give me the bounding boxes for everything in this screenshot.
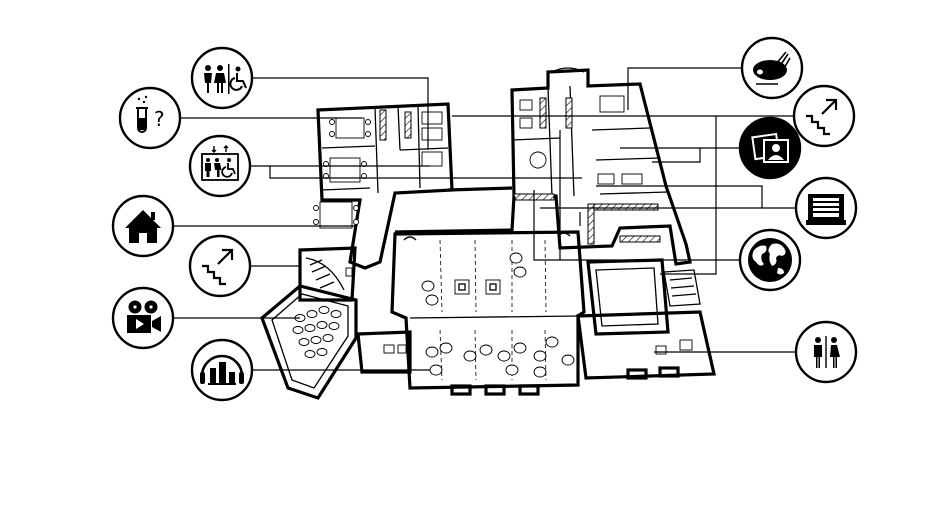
world-globe-icon bbox=[738, 228, 802, 292]
leader-stairs-right bbox=[660, 115, 797, 275]
leader-archive bbox=[596, 185, 797, 209]
corridor bbox=[394, 186, 571, 241]
leader-photos bbox=[652, 147, 741, 163]
sw-toilets bbox=[356, 330, 412, 374]
toilets-accessible-icon bbox=[190, 46, 254, 110]
toilets-icon bbox=[794, 320, 858, 384]
elevator-accessible-icon bbox=[188, 134, 252, 198]
leader-palette bbox=[627, 67, 743, 110]
painting-palette-icon bbox=[740, 36, 804, 100]
west-wing bbox=[313, 102, 454, 270]
cinema-icon bbox=[111, 286, 175, 350]
east-wing bbox=[510, 67, 692, 266]
photo-gallery-icon bbox=[738, 116, 802, 180]
laboratory-help-text: ? bbox=[154, 107, 165, 131]
leader-lines bbox=[172, 67, 797, 371]
audio-guide-icon bbox=[190, 338, 254, 402]
leader-globe bbox=[533, 190, 741, 261]
archive-icon bbox=[794, 176, 858, 240]
laboratory-help-icon: ? bbox=[118, 86, 182, 150]
floor-plan bbox=[260, 67, 716, 400]
cinema-hall bbox=[260, 284, 358, 400]
stairs-up-right-icon bbox=[792, 84, 856, 148]
home-icon bbox=[111, 194, 175, 258]
central-hall bbox=[390, 230, 586, 396]
stairs-up-left-icon bbox=[188, 234, 252, 298]
west-stair bbox=[298, 246, 357, 302]
leader-elevator-2 bbox=[269, 166, 582, 179]
leader-toilets-accessible bbox=[251, 77, 429, 150]
east-courtyard bbox=[576, 258, 716, 380]
